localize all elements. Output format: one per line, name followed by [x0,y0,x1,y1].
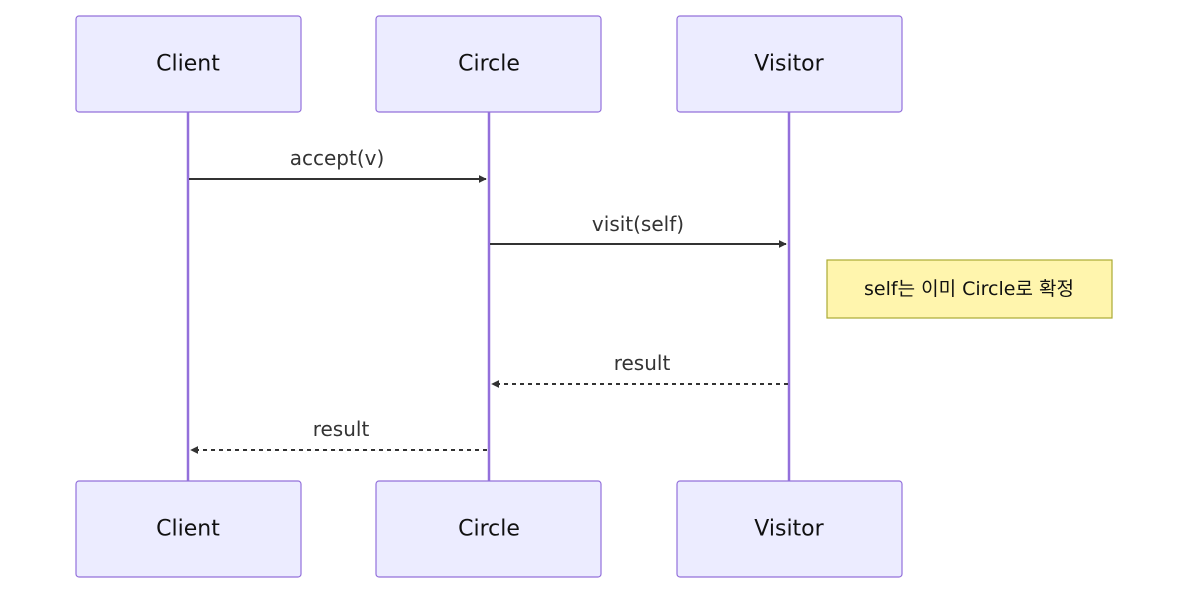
note-box [826,259,1113,319]
actor-label: Visitor [754,52,824,77]
actor-box [676,480,903,578]
actor-box [375,480,602,578]
actor-label: Circle [458,517,520,542]
actor-box [375,15,602,113]
message-visit: visit(self) [490,212,787,248]
note: self는 이미 Circle로 확정 [826,259,1113,319]
actor-visitor-bottom: Visitor [676,480,903,578]
message-accept: accept(v) [189,146,487,183]
actor-label: Client [156,517,220,542]
actor-circle-bottom: Circle [375,480,602,578]
message-result-visitor: result [491,351,788,388]
actor-label: Circle [458,52,520,77]
actor-label: Client [156,52,220,77]
message-label: visit(self) [592,212,684,236]
actor-box [75,480,302,578]
message-result-circle: result [190,417,487,454]
actor-circle-top: Circle [375,15,602,113]
actor-box [75,15,302,113]
actor-label: Visitor [754,517,824,542]
message-label: accept(v) [290,146,385,170]
actor-box [676,15,903,113]
message-label: result [614,351,671,375]
note-text: self는 이미 Circle로 확정 [864,278,1074,300]
message-label: result [313,417,370,441]
actor-client-bottom: Client [75,480,302,578]
actor-client-top: Client [75,15,302,113]
actor-visitor-top: Visitor [676,15,903,113]
